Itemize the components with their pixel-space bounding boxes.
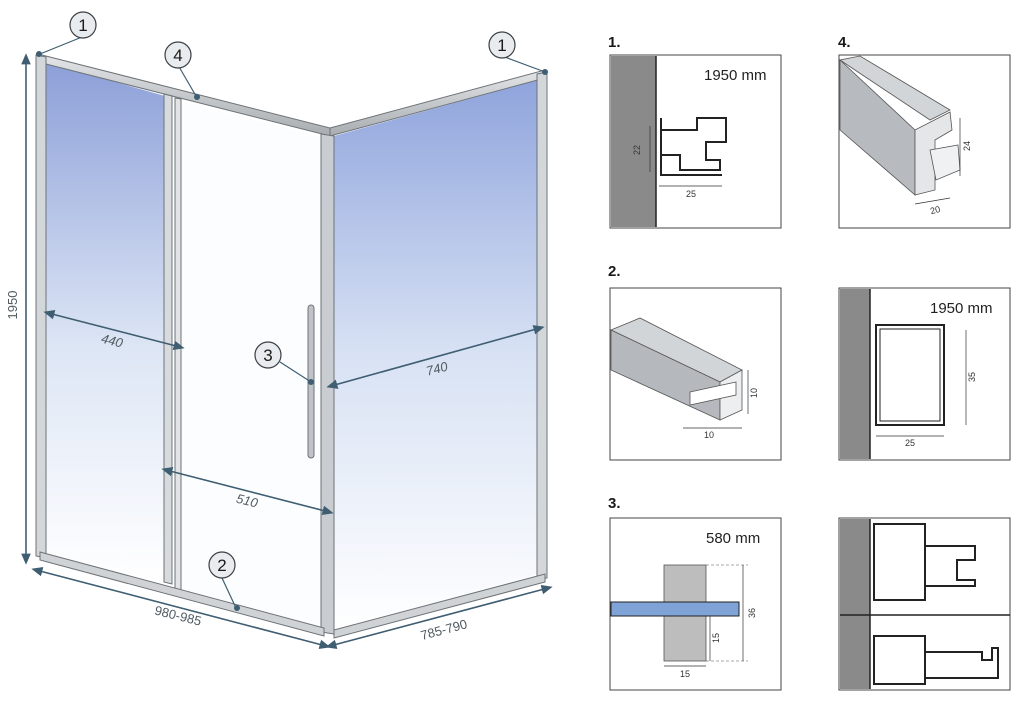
glass-section bbox=[610, 601, 740, 617]
side-width-dimension-line bbox=[325, 585, 553, 649]
fixed-panel-profile bbox=[163, 93, 173, 585]
wall-profile-section bbox=[660, 117, 727, 176]
detail-1-dim-a: 22 bbox=[632, 145, 642, 155]
detail-1-label: 1. bbox=[608, 34, 621, 51]
detail-panel-3: 3. 580 mm 36 15 15 bbox=[608, 495, 782, 691]
callout-3 bbox=[254, 341, 282, 369]
detail-4-dim-b: 20 bbox=[929, 204, 941, 216]
callout-2-text: 2 bbox=[217, 556, 226, 575]
door-edge-profile bbox=[174, 97, 182, 593]
left-wall-profile bbox=[35, 54, 47, 559]
callout-1-right bbox=[488, 31, 516, 59]
detail-3-label: 3. bbox=[608, 495, 621, 512]
detail-panel-2: 2. 10 10 bbox=[608, 263, 782, 461]
callout-4-text: 4 bbox=[173, 46, 182, 65]
detail-panel-1: 1. 1950 mm 22 25 bbox=[608, 34, 782, 229]
front-width-dimension-line bbox=[31, 566, 331, 650]
callout-4 bbox=[164, 41, 192, 69]
detail-1-size: 1950 mm bbox=[704, 67, 767, 84]
callout-1-left bbox=[69, 11, 97, 39]
wall-section bbox=[611, 56, 656, 227]
corner-post bbox=[320, 133, 335, 635]
detail-5-dim-a: 35 bbox=[967, 372, 977, 382]
door-opening-dimension-line bbox=[161, 466, 334, 516]
detail-panel-5: 1950 mm 35 25 bbox=[838, 287, 1011, 461]
detail-3-dim-a: 36 bbox=[747, 608, 757, 618]
detail-3-dim-b: 15 bbox=[711, 633, 721, 643]
detail-4-label: 4. bbox=[838, 34, 851, 51]
detail-3-dim-c: 15 bbox=[680, 669, 690, 679]
height-label: 1950 bbox=[5, 291, 20, 320]
fixed-panel-dimension-line bbox=[43, 309, 185, 351]
right-wall-profile bbox=[536, 71, 548, 581]
detail-1-dim-b: 25 bbox=[686, 189, 696, 199]
detail-4-dim-a: 24 bbox=[962, 141, 972, 151]
sliding-door-glass bbox=[178, 100, 324, 630]
detail-2-label: 2. bbox=[608, 263, 621, 280]
detail-2-dim-a: 10 bbox=[749, 388, 759, 398]
side-panel-dimension-line bbox=[326, 325, 545, 389]
fixed-panel-width-label: 440 bbox=[100, 331, 125, 351]
callout-3-text: 3 bbox=[263, 346, 272, 365]
callout-1-left-text: 1 bbox=[78, 16, 87, 35]
callout-2 bbox=[208, 551, 236, 579]
callout-1-right-text: 1 bbox=[497, 36, 506, 55]
shower-enclosure: 1950 440 740 510 980-985 785-790 1 4 1 3 bbox=[5, 11, 553, 650]
detail-3-size: 580 mm bbox=[706, 530, 760, 547]
detail-panel-4: 4. 24 20 bbox=[838, 34, 1011, 229]
detail-5-dim-b: 25 bbox=[905, 438, 915, 448]
detail-5-size: 1950 mm bbox=[930, 300, 993, 317]
side-panel-width-label: 740 bbox=[424, 358, 450, 378]
detail-2-dim-b: 10 bbox=[704, 430, 714, 440]
detail-panel-6 bbox=[838, 517, 1011, 691]
fixed-glass-panel bbox=[44, 62, 165, 582]
door-opening-label: 510 bbox=[235, 491, 260, 511]
side-glass-panel bbox=[334, 80, 538, 630]
